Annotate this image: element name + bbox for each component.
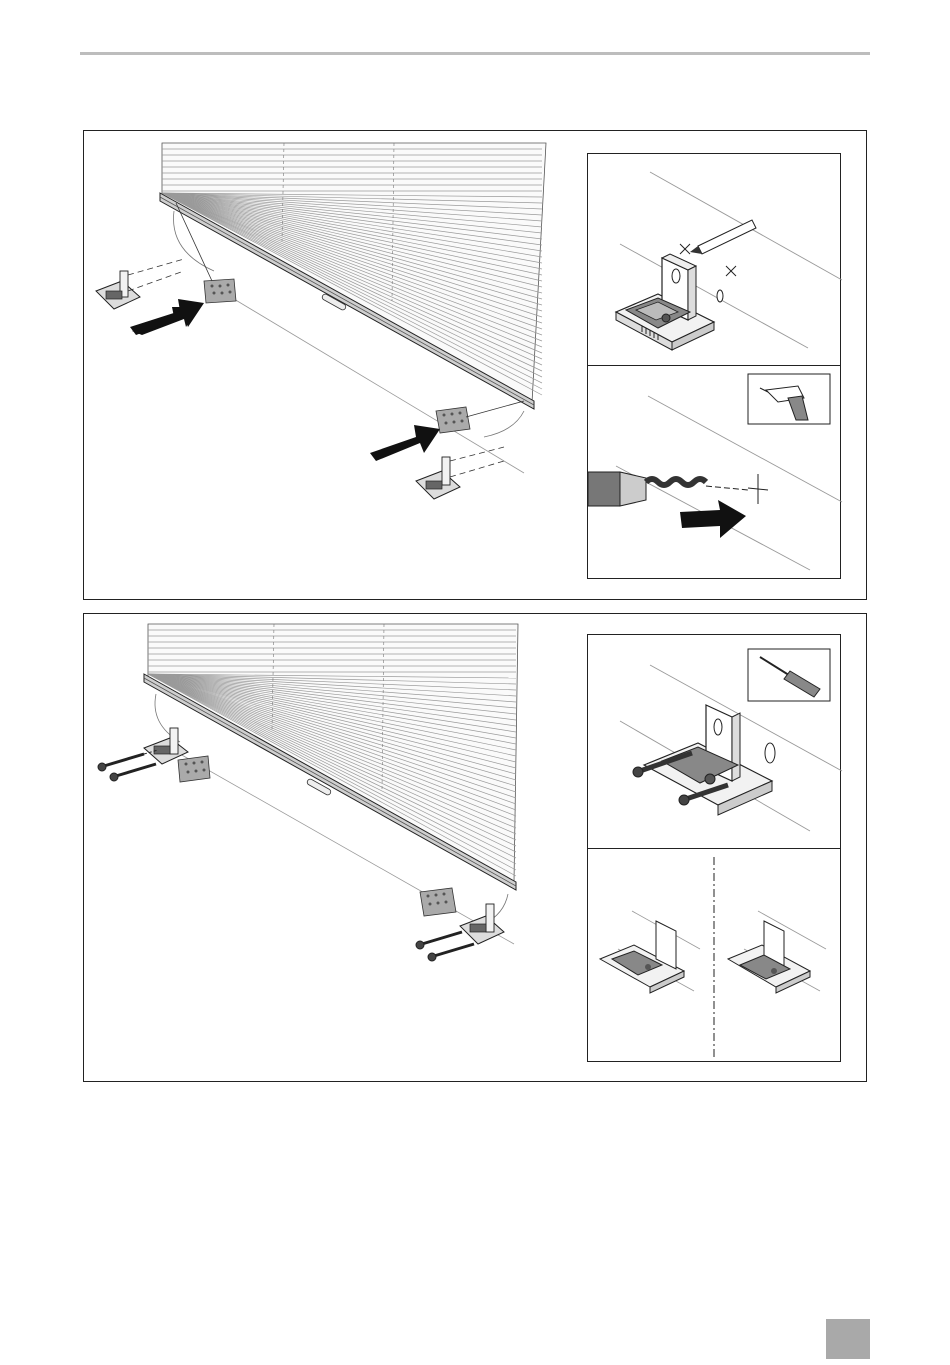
figure-step-2 — [83, 613, 867, 1082]
subfigure-drill-holes — [587, 365, 841, 579]
mounting-bracket-right — [416, 447, 504, 499]
header-rule — [80, 52, 870, 55]
mounting-bracket — [616, 254, 723, 350]
mounting-bracket-right — [460, 904, 504, 944]
pencil-icon — [690, 220, 756, 254]
mounting-bracket-left — [144, 728, 188, 764]
drill-bit — [588, 472, 768, 506]
mounting-clip-right — [436, 401, 524, 433]
mounting-bracket-view-1 — [600, 911, 700, 993]
screw-icon — [416, 932, 474, 961]
subfigure-bracket-orientations — [587, 848, 841, 1062]
mounting-bracket — [644, 705, 775, 815]
mounting-clip-right — [420, 888, 456, 916]
subfigure-screw-bracket — [587, 634, 841, 850]
screw-icon — [98, 750, 158, 781]
page-number-tab — [826, 1319, 870, 1359]
mounting-bracket-left — [96, 259, 184, 309]
figure-step-1 — [83, 130, 867, 600]
mounting-clip-left — [178, 756, 210, 782]
subfigure-mark-holes — [587, 153, 841, 367]
mounting-bracket-view-2 — [728, 911, 826, 993]
